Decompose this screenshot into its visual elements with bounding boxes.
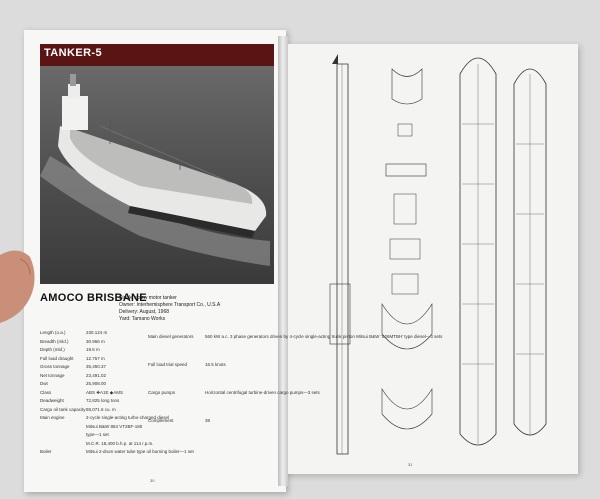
spec-value: Mitsui B&W 884 VT2BF-180 [86,423,143,429]
spec-label: Boiler [40,449,52,454]
spec-value: 25,908.00 [86,381,107,386]
spec-value: 19.6 m [86,347,100,352]
ship-delivery: Delivery: August, 1968 [119,309,170,315]
spec-value: 38 [205,418,211,423]
spec-label: Depth (mld.) [40,347,65,352]
spec-label: Gross tonnage [40,364,70,369]
spec-label: Deadweight [40,398,64,403]
section-title-bar [40,44,274,66]
spec-label: Complement [148,418,174,423]
spec-label: Length (o.a.) [40,330,66,335]
spec-label: Breadth (mld.) [40,338,69,344]
section-title: TANKER-5 [44,47,102,59]
hand-holding-book [0,250,35,323]
right-page [282,44,578,474]
spec-value: 560 kW a.c. 3 phase generators driven by… [205,334,443,339]
spec-label: Full load trial speed [148,362,188,367]
spec-label: Cargo pumps [148,390,176,395]
ship-photo [40,66,274,284]
right-page-number: 31 [408,462,413,467]
spec-label: Class [40,389,52,395]
left-page-number: 30 [150,478,155,483]
general-arrangement-drawings [329,54,547,455]
spec-value: 12.757 m [86,355,105,361]
spec-label: Dwt [40,381,48,386]
spec-value: 72,825 long tons [86,398,120,403]
spec-value: Horizontal centrifugal turbine-driven ca… [205,390,320,395]
spec-label: Cargo oil tank capacity [40,406,86,412]
spec-label: Full load draught [40,355,74,361]
spec-value: type—1 set [86,432,109,437]
spec-value: ABS ✚A1E ◆AMS [86,389,123,395]
spec-value: 23,491.02 [86,372,107,378]
ship-owner: Owner: Interhemisphere Transport Co., U.… [119,302,221,308]
ship-yard: Yard: Tamano Works [119,316,166,322]
ship-type: Single screw motor tanker [119,295,177,301]
spec-value: 88,071.6 cu. m [86,406,116,412]
spec-value: 2-cycle single-acting turbo-charged dies… [86,415,170,420]
ship-name: AMOCO BRISBANE [40,292,147,304]
spec-label: Main engine [40,415,65,420]
spec-label: Main diesel generators [148,334,194,339]
spec-value: 30.966 m [86,338,105,344]
spec-value: 230.124 m [86,330,108,335]
spec-value: M.C.R. 18,400 b.h.p. at 114 r.p.m. [86,440,154,446]
spec-label: Net tonnage [40,372,65,378]
spec-value: 16.5 knots [205,362,226,367]
book-spine [278,36,288,486]
spec-value: 35,450.37 [86,364,107,369]
spec-value: Mitsui 2-drum water tube type oil burnin… [86,449,194,454]
